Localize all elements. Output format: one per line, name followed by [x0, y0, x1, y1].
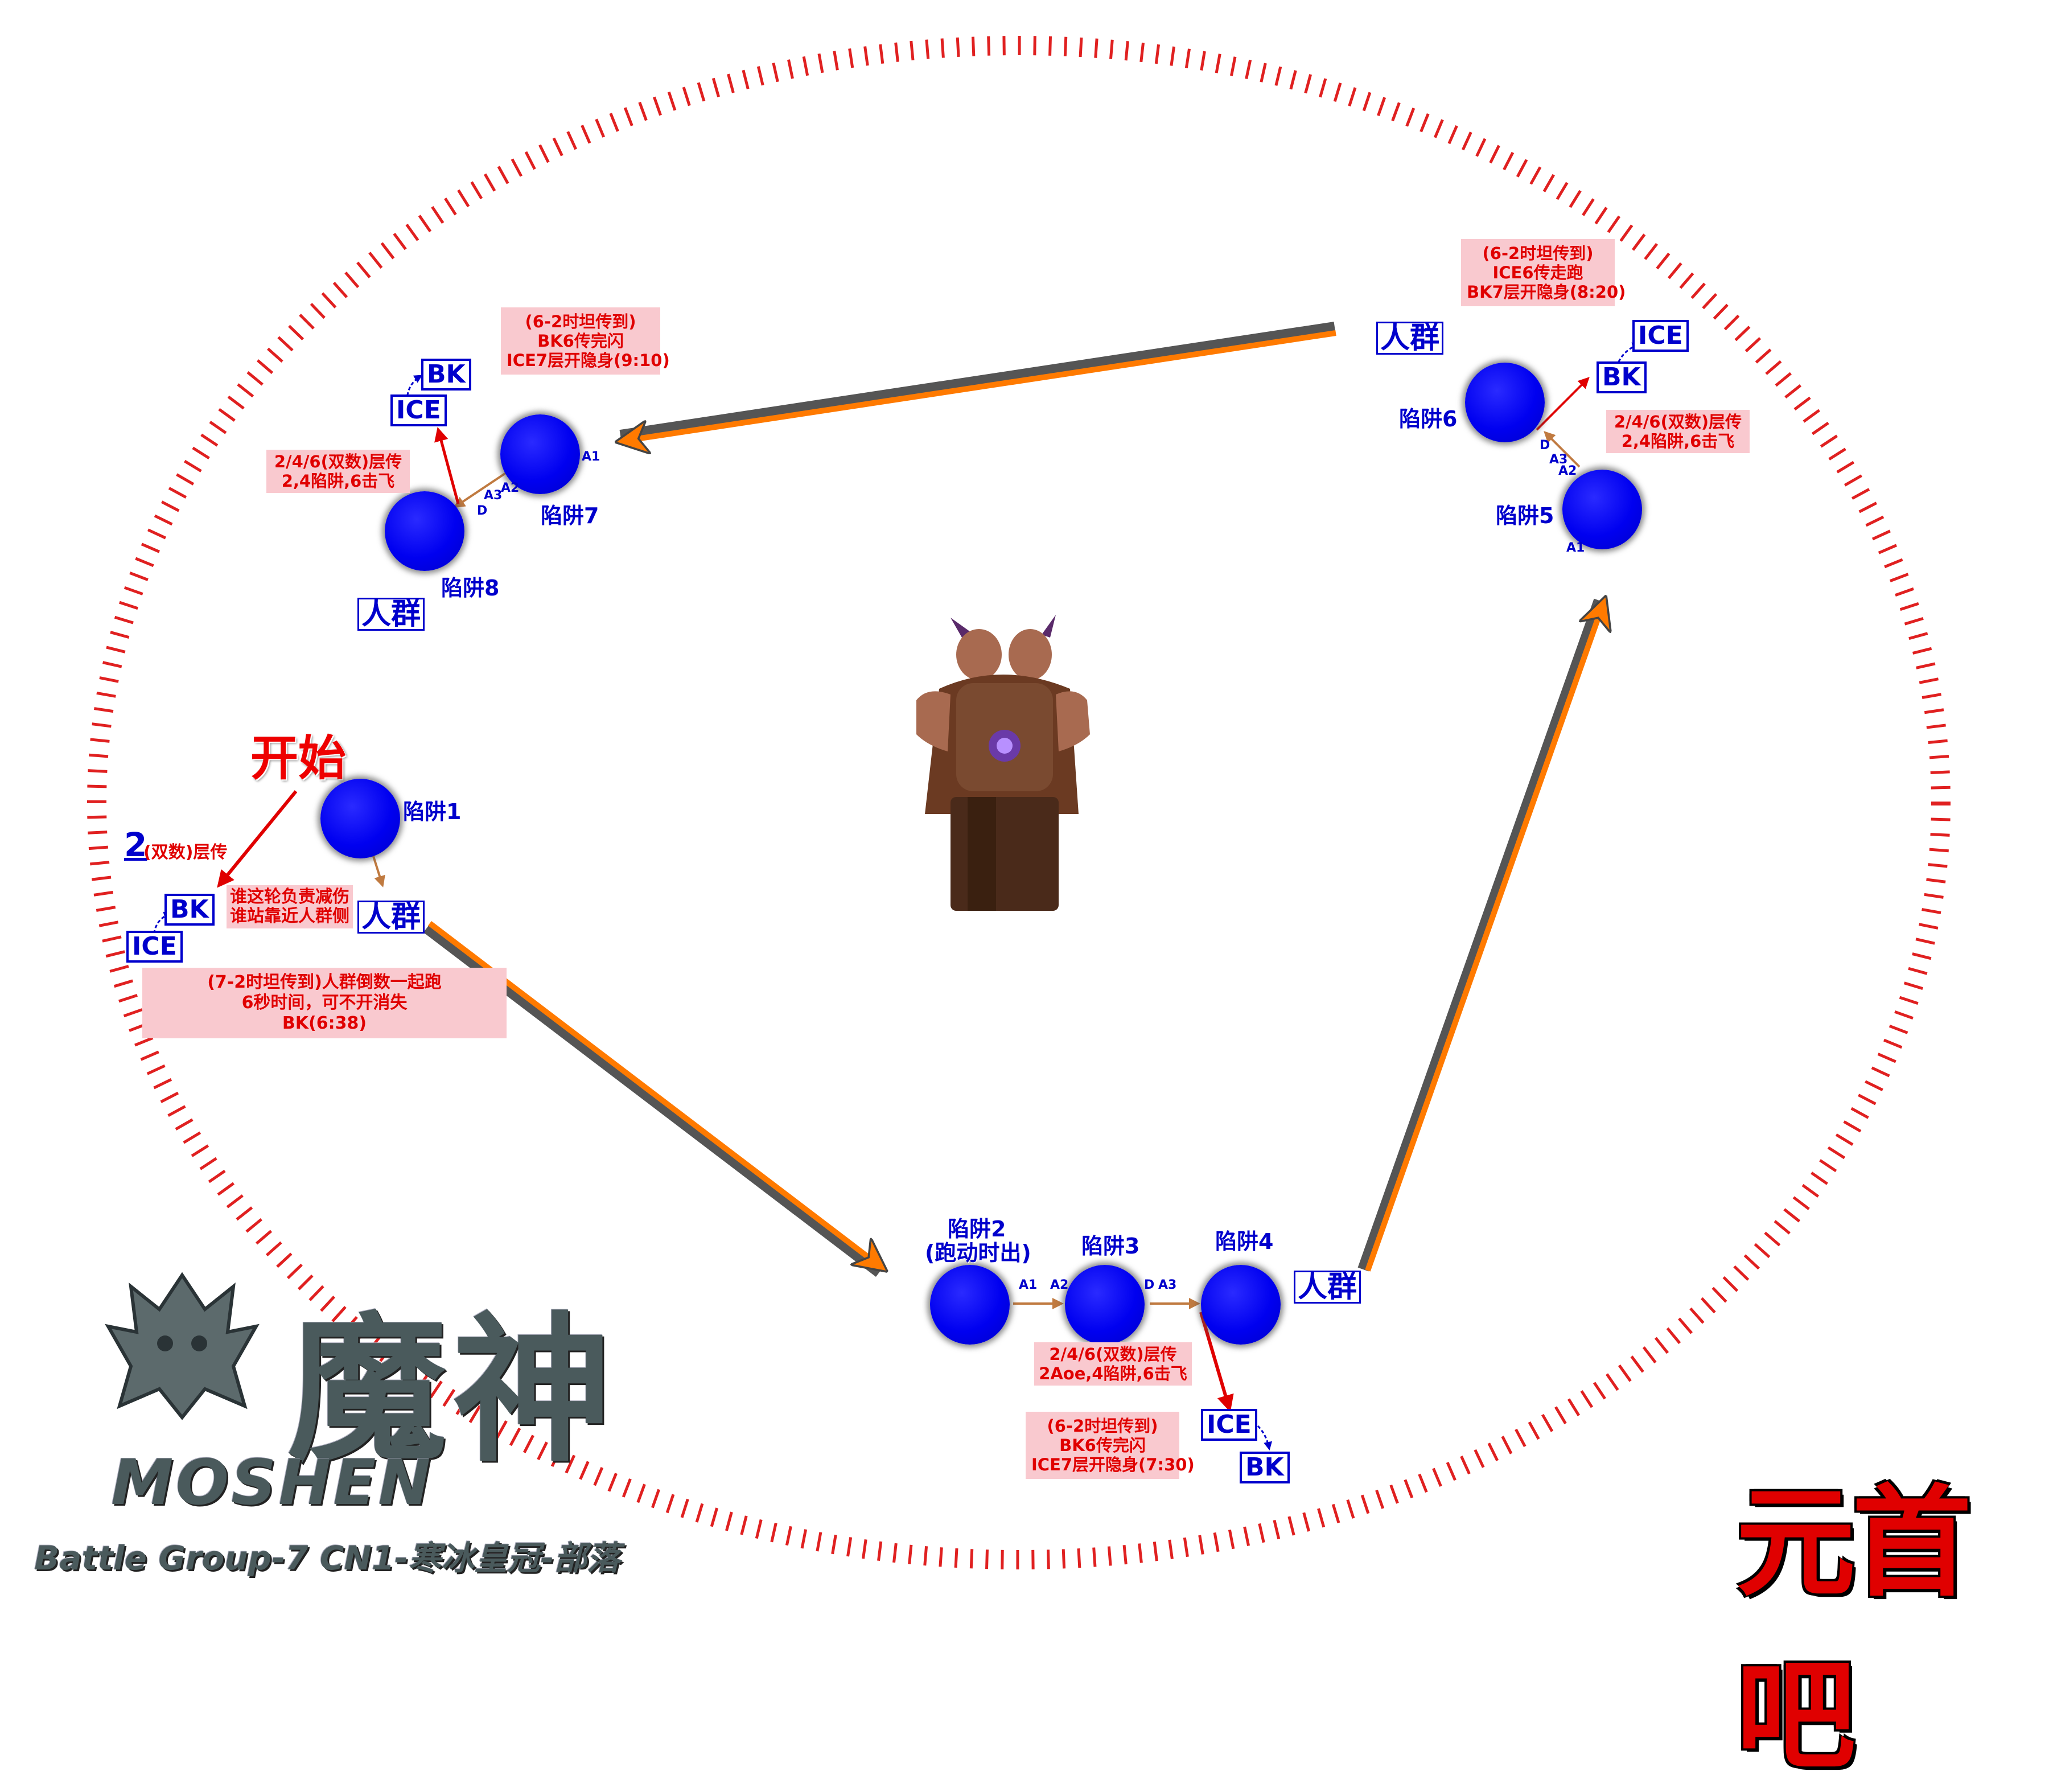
bk-tag-left: BK: [421, 359, 471, 391]
bk-tag-right: BK: [1597, 361, 1647, 393]
boss-figure: [916, 615, 1090, 911]
trap-7-marker: [500, 414, 580, 494]
ice-tag-start: ICE: [126, 931, 183, 963]
tag-a1-left: A1: [582, 450, 600, 464]
bk-tag-bottom: BK: [1240, 1452, 1290, 1483]
moshen-logo-glyphs: 魔神: [287, 1298, 618, 1484]
strategy-map: 开始 2 (双数)层传 BK ICE 谁这轮负责减伤 谁站靠近人群侧 (7-2时…: [34, 36, 1972, 1786]
crowd-marker-2: 人群: [1294, 1271, 1361, 1304]
crowd-marker-3: 人群: [1376, 322, 1444, 355]
stack-number: 2: [124, 825, 147, 864]
trap6-red-arrow: [1536, 377, 1590, 431]
tag-a3-left: A3: [484, 488, 503, 503]
trap7-to-trap8-arrow: [453, 471, 508, 508]
ice-bk-pointer-bottom: [1257, 1425, 1272, 1450]
moshen-logo-english: MOSHEN: [111, 1446, 433, 1519]
note-bottom-stack: 2/4/6(双数)层传 2Aoe,4陷阱,6击飞: [1034, 1342, 1192, 1386]
trap-5-label: 陷阱5: [1496, 503, 1554, 528]
note-right-timing: (6-2时坦传到) ICE6传走跑 BK7层开隐身(8:20): [1461, 239, 1626, 306]
trap-2-marker: [930, 1265, 1010, 1345]
trap-3-label: 陷阱3: [1081, 1234, 1140, 1259]
tag-a2-left: A2: [501, 481, 520, 495]
boss-room-ring: [87, 36, 1951, 1569]
trap-3-marker: [1065, 1265, 1145, 1345]
trap-2-sublabel: (跑动时出): [925, 1240, 1031, 1265]
note-left-timing: (6-2时坦传到) BK6传完闪 ICE7层开隐身(9:10): [501, 307, 670, 375]
crowd-marker-4: 人群: [357, 598, 425, 631]
yuanshouba-logo: 元首吧: [1736, 1473, 1972, 1786]
stack-number-note: (双数)层传: [143, 842, 228, 862]
trap-6-marker: [1465, 363, 1545, 442]
start-label: 开始: [250, 730, 347, 786]
note-start-timing: (7-2时坦传到)人群倒数一起跑 6秒时间，可不开消失 BK(6:38): [142, 968, 507, 1038]
tag-a2-bottom: A2: [1050, 1278, 1069, 1292]
note-left-stack: 2/4/6(双数)层传 2,4陷阱,6击飞: [266, 450, 410, 493]
trap-1-label: 陷阱1: [403, 799, 462, 824]
bk-tag-start: BK: [164, 894, 215, 926]
crowd-marker-1: 人群: [357, 901, 425, 934]
path-arrow-bottom-to-right: [1357, 601, 1604, 1272]
trap-8-marker: [385, 491, 464, 571]
tag-d-right: D: [1540, 438, 1550, 453]
note-bottom-timing: (6-2时坦传到) BK6传完闪 ICE7层开隐身(7:30): [1026, 1412, 1195, 1479]
start-red-arrow: [217, 790, 298, 888]
note-right-stack: 2/4/6(双数)层传 2,4陷阱,6击飞: [1606, 410, 1750, 453]
trap-7-label: 陷阱7: [541, 503, 599, 528]
trap-5-marker: [1562, 470, 1642, 549]
tag-d-bottom: D: [1144, 1278, 1155, 1292]
trap-4-label: 陷阱4: [1215, 1229, 1274, 1254]
note-damage-reduction: 谁这轮负责减伤 谁站靠近人群侧: [227, 885, 353, 928]
ice-tag-left: ICE: [390, 394, 447, 426]
path-arrow-right-to-left: [620, 322, 1336, 441]
tag-a1-right: A1: [1566, 541, 1585, 555]
tag-a3-bottom: A3: [1158, 1278, 1177, 1292]
trap-1-marker: [320, 779, 400, 858]
trap-6-label: 陷阱6: [1399, 406, 1458, 431]
moshen-emblem: [105, 1272, 260, 1420]
ice-tag-right: ICE: [1632, 320, 1689, 352]
trap5-to-trap6-arrow: [1544, 431, 1581, 468]
tag-a3-right: A3: [1549, 453, 1568, 467]
moshen-logo-footer: Battle Group-7 CN1-寒冰皇冠-部落: [34, 1539, 620, 1577]
trap-2-label: 陷阱2: [948, 1216, 1006, 1242]
tag-d-left: D: [477, 504, 488, 518]
trap4-red-arrow: [1199, 1312, 1234, 1412]
ice-tag-bottom: ICE: [1201, 1409, 1257, 1441]
arrow-layer: [87, 36, 1951, 1569]
trap-8-label: 陷阱8: [441, 576, 500, 601]
tag-a2-right: A2: [1558, 464, 1577, 478]
trap8-red-arrow: [434, 427, 460, 504]
tag-a1-bottom: A1: [1019, 1278, 1038, 1292]
trap-4-marker: [1201, 1265, 1281, 1345]
